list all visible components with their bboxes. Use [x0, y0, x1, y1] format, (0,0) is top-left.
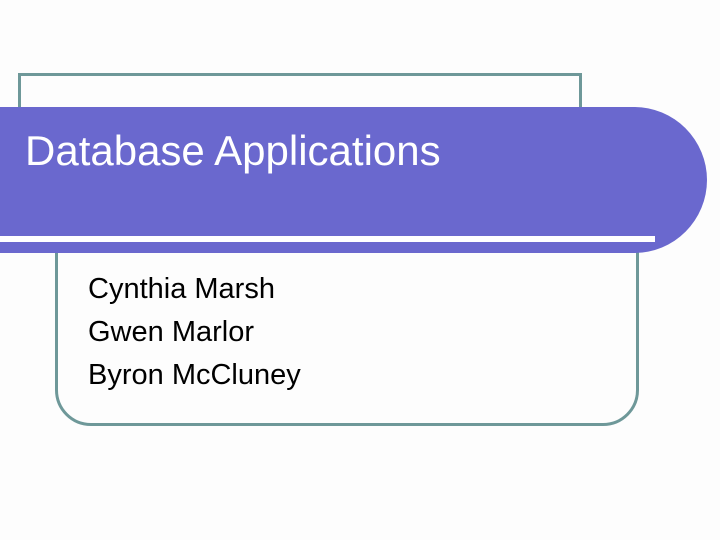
slide-title: Database Applications: [25, 127, 441, 174]
author-list: Cynthia Marsh Gwen Marlor Byron McCluney: [88, 268, 608, 397]
title-underline-rule: [0, 236, 655, 242]
author-name: Byron McCluney: [88, 359, 301, 391]
author-name: Gwen Marlor: [88, 316, 254, 348]
author-name: Cynthia Marsh: [88, 273, 275, 305]
title-banner: [0, 107, 707, 253]
